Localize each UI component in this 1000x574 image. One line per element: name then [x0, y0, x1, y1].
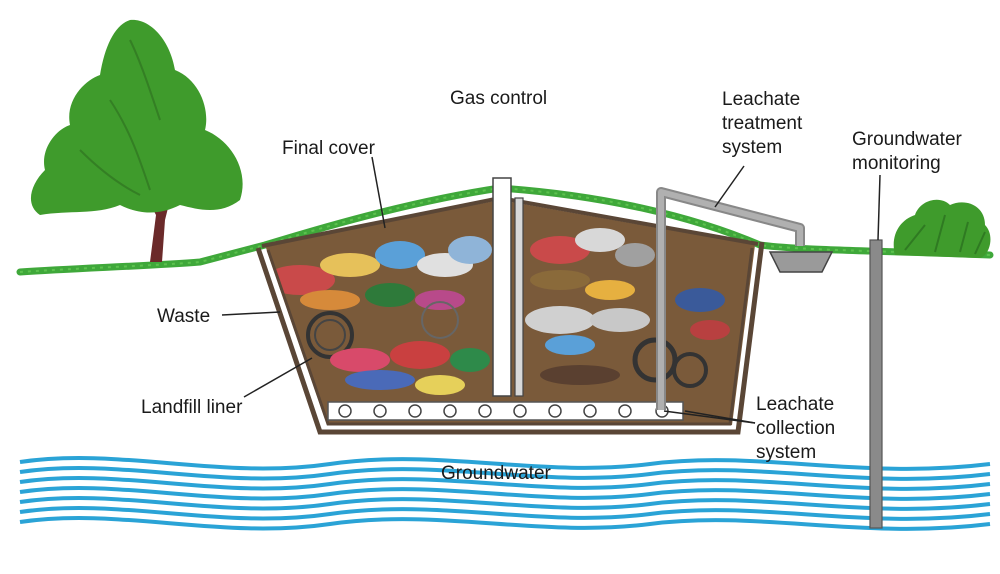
label-groundwater: Groundwater	[441, 463, 551, 484]
groundwater-monitoring-well	[869, 239, 883, 529]
label-groundwater-monitoring: Groundwater monitoring	[852, 129, 962, 174]
groundwater-waves	[19, 455, 991, 537]
label-leachate-collection: Leachate collection system	[756, 394, 836, 463]
label-leachate-treatment: Leachate treatment system	[722, 89, 803, 158]
tree	[30, 19, 243, 262]
label-landfill-liner: Landfill liner	[141, 397, 243, 418]
label-gas-control: Gas control	[450, 88, 548, 109]
label-final-cover: Final cover	[282, 138, 375, 159]
leader-lines	[221, 156, 881, 424]
leachate-treatment-pipe	[656, 187, 834, 410]
bush	[893, 199, 991, 258]
gas-control-pipes	[492, 177, 524, 397]
leachate-collection-pipe	[327, 401, 684, 421]
landfill-pit	[255, 195, 765, 435]
label-waste: Waste	[157, 306, 211, 327]
